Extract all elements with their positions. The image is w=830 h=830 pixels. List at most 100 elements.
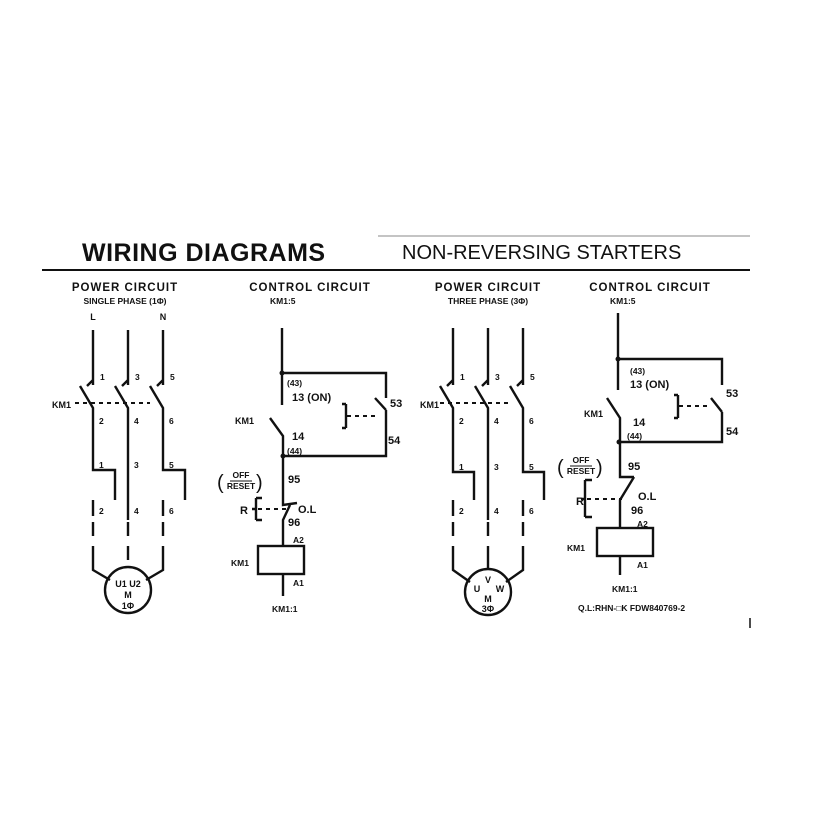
panel-heading: POWER CIRCUIT	[435, 282, 541, 294]
diagram-label: 3	[494, 462, 499, 472]
diagram-label: (44)	[627, 431, 642, 441]
diagram-label: 3	[495, 372, 500, 382]
panel-heading: POWER CIRCUIT	[72, 282, 178, 294]
neutral-label: N	[160, 312, 167, 322]
diagram-label: OFF	[573, 455, 590, 465]
diagram-label: 6	[169, 416, 174, 426]
diagram-label: 13 (ON)	[292, 392, 331, 404]
phase-label: SINGLE PHASE (1Φ)	[83, 296, 166, 306]
diagram-label: 6	[529, 506, 534, 516]
diagram-label: 96	[631, 505, 643, 517]
diagram-label: )	[596, 457, 603, 479]
diagram-label: KM1	[231, 558, 249, 568]
diagram-label: 4	[494, 416, 499, 426]
wire-segment	[438, 328, 546, 617]
wire-segment	[595, 526, 655, 558]
diagram-label: 5	[170, 372, 175, 382]
diagram-label: (	[217, 472, 224, 494]
wire-segment	[438, 385, 546, 520]
diagram-label: 14	[633, 417, 646, 429]
diagram-label: A2	[293, 535, 304, 545]
wire-segment	[587, 405, 708, 500]
diagram-label: 1	[460, 372, 465, 382]
diagram-label: 53	[726, 388, 738, 400]
diagram-label: 95	[288, 474, 300, 486]
power-circuit-single-phase: POWER CIRCUIT SINGLE PHASE (1Φ) L N KM1 …	[52, 282, 187, 615]
wire-segment	[86, 330, 165, 387]
diagram-subtitle: NON-REVERSING STARTERS	[402, 242, 681, 264]
diagram-label: (43)	[630, 366, 645, 376]
wire-segment	[581, 478, 592, 519]
motor-leads	[91, 522, 165, 560]
wire-segment	[91, 560, 165, 582]
diagram-label: U	[474, 584, 481, 594]
motor-label: M	[124, 590, 132, 600]
line-label: L	[90, 312, 96, 322]
diagram-label: 1	[459, 462, 464, 472]
diagram-label: 4	[134, 506, 139, 516]
wire-segment	[269, 417, 298, 546]
diagram-label: A2	[637, 519, 648, 529]
diagram-label: 54	[388, 435, 401, 447]
diagram-label: 2	[459, 416, 464, 426]
diagram-label: 54	[726, 426, 739, 438]
diagram-label: 6	[169, 506, 174, 516]
motor-phase: 1Φ	[122, 601, 135, 611]
diagram-label: KM1	[567, 543, 585, 553]
wire-segment	[581, 313, 724, 575]
diagram-label: R	[576, 496, 584, 508]
wire-segment	[252, 328, 388, 596]
motor-terminals: U1 U2	[115, 579, 141, 589]
diagram-label: 14	[292, 431, 305, 443]
diagram-title: WIRING DIAGRAMS	[82, 239, 326, 267]
control-circuit-1: CONTROL CIRCUIT KM1:5 (43) 13 (ON) 53 54…	[217, 282, 402, 614]
diagram-label: KM1	[584, 409, 603, 419]
diagram-label: 4	[494, 506, 499, 516]
contactor-label: KM1	[420, 400, 439, 410]
diagram-label: 2	[99, 506, 104, 516]
diagram-label: 96	[288, 517, 300, 529]
diagram-label: 5	[529, 462, 534, 472]
diagram-label: RESET	[567, 466, 596, 476]
diagram-label: 3	[134, 460, 139, 470]
power-circuit-three-phase: POWER CIRCUIT THREE PHASE (3Φ) KM1 1 3 5 2…	[420, 282, 546, 617]
contactor-label: KM1	[52, 400, 71, 410]
wire-segment	[463, 567, 513, 617]
diagram-label: A1	[637, 560, 648, 570]
wire-segment	[451, 522, 525, 560]
wire-segment	[446, 328, 525, 387]
diagram-label: R	[240, 505, 248, 517]
diagram-label: RESET	[227, 481, 256, 491]
diagram-label: (43)	[287, 378, 302, 388]
wire-segment	[258, 415, 378, 510]
diagram-label: 4	[134, 416, 139, 426]
part-number-footnote: Q.L:RHN-□K FDW840769-2	[578, 603, 685, 613]
diagram-label: OFF	[233, 470, 250, 480]
wire-segment	[280, 453, 286, 459]
diagram-label: 3Φ	[482, 604, 495, 614]
diagram-label: 6	[529, 416, 534, 426]
wire-segment	[342, 402, 348, 430]
panel-heading: CONTROL CIRCUIT	[589, 282, 710, 294]
diagram-label: 5	[169, 460, 174, 470]
wire-segment	[78, 385, 187, 520]
diagram-label: M	[484, 594, 492, 604]
diagram-label: 95	[628, 461, 640, 473]
diagram-label: 5	[530, 372, 535, 382]
diagram-label: A1	[293, 578, 304, 588]
wire-segment	[252, 496, 262, 522]
wire-segment: 1 3 5 2 4 6 1 3 5 2 4 6	[459, 372, 535, 516]
diagram-label: 2	[459, 506, 464, 516]
phase-label: THREE PHASE (3Φ)	[448, 296, 528, 306]
diagram-label: 53	[390, 398, 402, 410]
wire-segment	[451, 560, 525, 583]
diagram-label: )	[256, 472, 263, 494]
diagram-label: O.L	[298, 504, 317, 516]
control-circuit-3: CONTROL CIRCUIT KM1:5 (43) 13 (ON) 53 54…	[557, 282, 751, 628]
wire-segment	[280, 328, 388, 458]
supply-label: KM1:5	[270, 296, 296, 306]
diagram-label: KM1:5	[610, 296, 636, 306]
